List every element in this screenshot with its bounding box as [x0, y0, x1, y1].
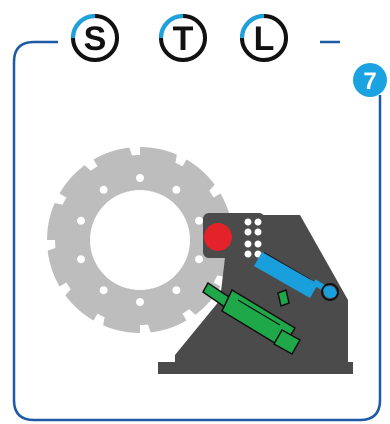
toothed-disc-icon	[46, 146, 234, 334]
hydraulic-cylinder-icon	[254, 252, 339, 301]
disc-bolt-hole	[172, 286, 181, 295]
disc-bolt-hole	[136, 174, 144, 182]
step-number-text: 7	[363, 68, 376, 95]
frame-border	[12, 40, 382, 422]
disc-bolt-hole	[136, 298, 144, 306]
badge-t-letter: T	[173, 20, 194, 58]
disc-bolt-hole	[99, 286, 108, 295]
disc-bolt-hole	[195, 255, 203, 264]
badge-l: L	[240, 14, 288, 62]
disc-bolt-hole	[77, 255, 85, 264]
disc-bolt-hole	[99, 185, 108, 194]
badge-t: T	[159, 14, 207, 62]
badge-s: S	[71, 14, 119, 62]
badge-l-letter: L	[254, 20, 275, 58]
step-number-badge: 7	[353, 63, 387, 97]
disc-bolt-hole	[77, 216, 85, 225]
disc-bolt-hole	[172, 185, 181, 194]
housing-dots	[244, 218, 262, 258]
green-tool-icon	[202, 281, 302, 356]
red-indicator-icon	[204, 223, 232, 251]
badge-s-letter: S	[84, 20, 107, 58]
disc-bolt-hole	[195, 216, 203, 225]
